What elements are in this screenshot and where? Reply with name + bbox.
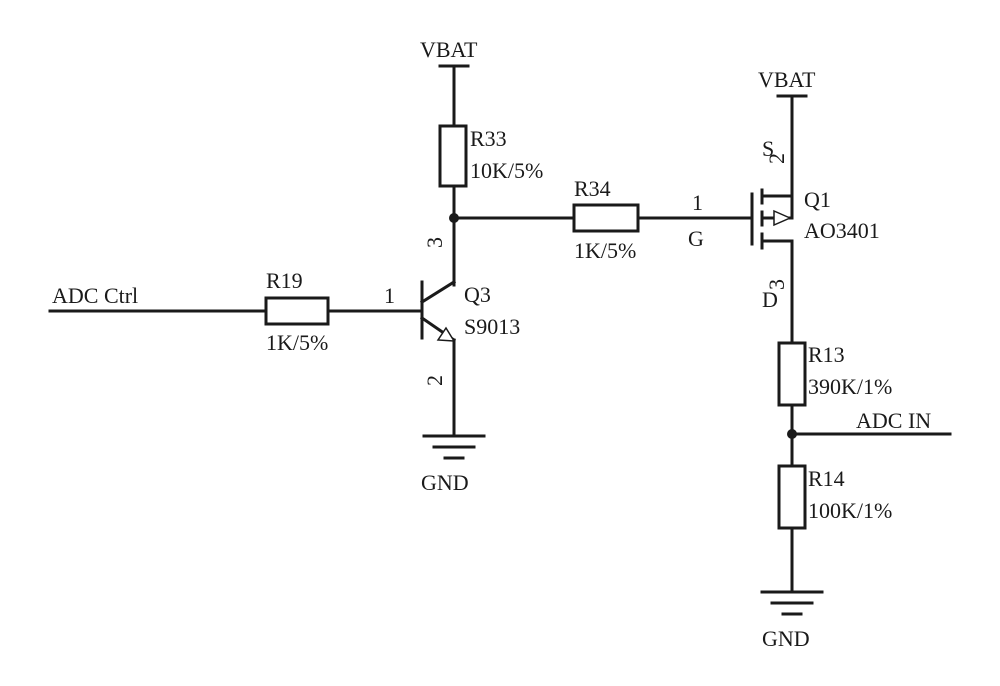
q1-value: AO3401 xyxy=(804,218,880,243)
q1-pin-drain: 3 xyxy=(764,279,789,290)
vbat-symbol-left: VBAT xyxy=(420,37,478,128)
q1-drain-label: D xyxy=(762,287,778,312)
resistor-r13: R13 390K/1% xyxy=(777,341,892,407)
adc-in-net: ADC IN xyxy=(790,408,952,436)
adc-ctrl-net: ADC Ctrl xyxy=(48,283,268,313)
gnd-symbol-left: GND xyxy=(421,434,486,495)
r34-value: 1K/5% xyxy=(574,238,636,263)
gnd-label-left: GND xyxy=(421,470,469,495)
q1-pin-source: 2 xyxy=(764,153,789,164)
r14-ref: R14 xyxy=(808,466,845,491)
q3-pin-base: 1 xyxy=(384,283,395,308)
q3-value: S9013 xyxy=(464,314,520,339)
q3-pin-collector: 3 xyxy=(422,237,447,248)
r19-ref: R19 xyxy=(266,268,303,293)
gnd-label-right: GND xyxy=(762,626,810,651)
r13-value: 390K/1% xyxy=(808,374,892,399)
resistor-r34: R34 1K/5% xyxy=(572,176,640,263)
r13-ref: R13 xyxy=(808,342,845,367)
q1-gate-label: G xyxy=(688,226,704,251)
mosfet-q1: Q1 AO3401 1 G S 2 D 3 xyxy=(688,136,880,312)
q1-source-label: S xyxy=(762,136,774,161)
resistor-r33: R33 10K/5% xyxy=(438,124,543,188)
resistor-r19: R19 1K/5% xyxy=(264,268,330,355)
q3-ref: Q3 xyxy=(464,282,491,307)
vbat-symbol-right: VBAT xyxy=(758,67,816,198)
q3-emitter-arrow xyxy=(436,326,456,342)
adc-ctrl-label: ADC Ctrl xyxy=(52,283,138,308)
r33-ref: R33 xyxy=(470,126,507,151)
vbat-label-left: VBAT xyxy=(420,37,478,62)
q3-pin-emitter: 2 xyxy=(422,375,447,386)
r34-ref: R34 xyxy=(574,176,611,201)
q1-pin-gate: 1 xyxy=(692,190,703,215)
q1-body-arrow xyxy=(773,209,792,227)
r14-value: 100K/1% xyxy=(808,498,892,523)
r33-value: 10K/5% xyxy=(470,158,543,183)
resistor-r14: R14 100K/1% xyxy=(777,464,892,530)
r19-value: 1K/5% xyxy=(266,330,328,355)
gnd-symbol-right: GND xyxy=(760,590,824,651)
q1-ref: Q1 xyxy=(804,187,831,212)
vbat-label-right: VBAT xyxy=(758,67,816,92)
adc-in-label: ADC IN xyxy=(856,408,931,433)
